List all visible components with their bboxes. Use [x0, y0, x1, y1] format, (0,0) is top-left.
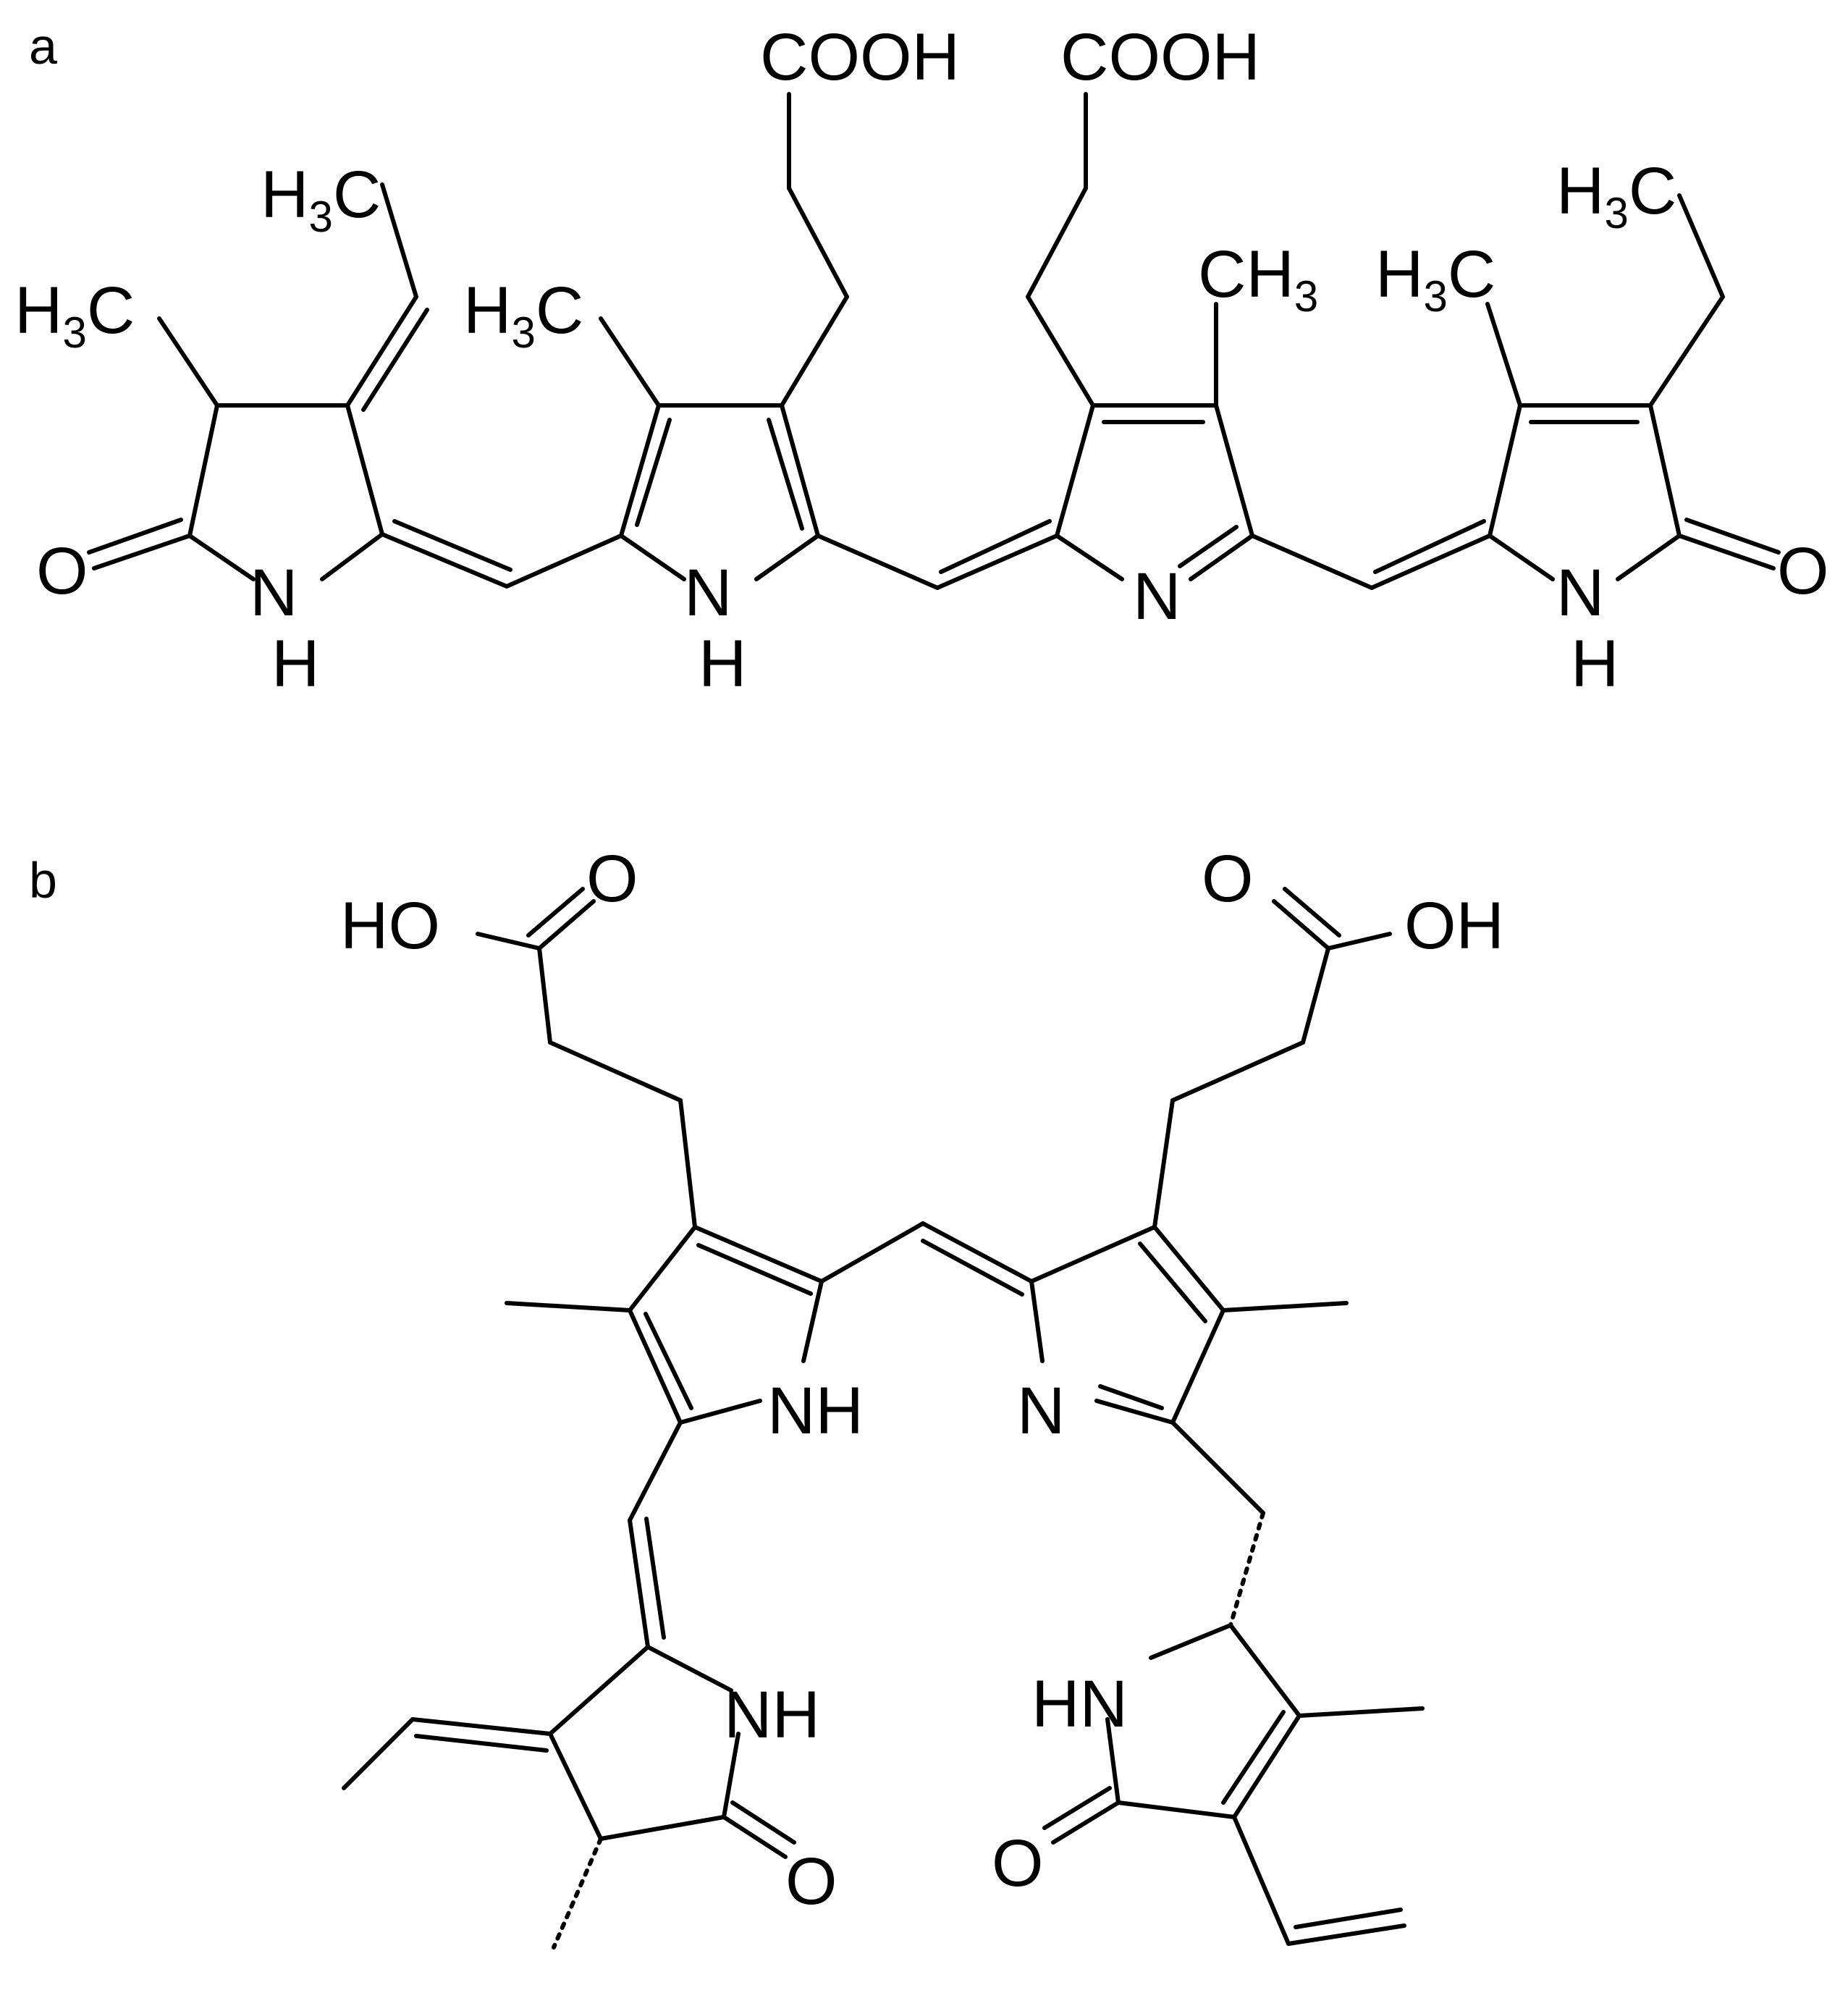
panel-a-nh-2-h: H	[699, 627, 746, 701]
panel-b-o-left-acid: O	[586, 842, 638, 916]
panel-a-ring2	[599, 92, 849, 581]
panel-b-ring-lower-right	[1042, 1623, 1425, 1946]
panel-a-bridge1b	[392, 519, 512, 572]
panel-a-ch3-ring3: CH3	[1198, 237, 1318, 321]
panel-a-nh-4: N	[1556, 556, 1604, 630]
panel-b-nh-upper-left: NH	[767, 1374, 864, 1448]
panel-a-bridge2b	[935, 534, 1059, 590]
panel-a-bridge1c	[505, 534, 623, 589]
panel-b-bridge-c	[921, 1239, 1024, 1297]
panel-b-o-lower-right: O	[992, 1826, 1044, 1900]
panel-b-left-acid	[476, 887, 697, 1229]
panel-a-h3c-ring2: H3C	[463, 274, 583, 357]
panel-a-ring3	[1026, 92, 1254, 581]
panel-b-o-lower-left: O	[785, 1845, 837, 1918]
panel-a-h3c-ring4b: H3C	[1556, 154, 1676, 237]
panel-a-ring1	[87, 182, 429, 581]
panel-a-letter: a	[29, 18, 57, 75]
panel-b-bridge-b	[921, 1221, 1034, 1284]
panel-a-bridge2a	[816, 534, 940, 590]
panel-a-bridge3b	[1370, 534, 1492, 590]
panel-a-bridge2c	[939, 519, 1052, 574]
panel-b-n-upper-right: N	[1017, 1374, 1065, 1448]
panel-b-ho: HO	[340, 889, 440, 963]
panel-b-lr-bridge-a	[1170, 1420, 1265, 1515]
panel-a-bridge1a	[380, 532, 509, 589]
panel-a-h3c-left: H3C	[14, 274, 135, 357]
panel-b-oh: OH	[1404, 889, 1504, 963]
panel-b-lr-bridge-hash	[1228, 1511, 1265, 1627]
panel-b-hn-lower-right: HN	[1031, 1667, 1128, 1741]
panel-b-ring-lower-left	[342, 1645, 796, 1950]
panel-a-o-left: O	[36, 534, 88, 608]
panel-b-letter: b	[29, 852, 57, 909]
panel-b-ring-upper-left	[505, 1225, 824, 1425]
panel-a-o-right: O	[1777, 534, 1829, 608]
panel-a-h3c-ring4a: H3C	[1375, 237, 1495, 321]
panel-b-ll-bridge-c	[644, 1517, 666, 1640]
panel-b-ll-bridge-a	[628, 1420, 683, 1522]
panel-b-ring-upper-right	[1029, 1225, 1349, 1425]
panel-b-o-right-acid: O	[1202, 842, 1254, 916]
panel-a-cooh-2: COOH	[1060, 20, 1260, 94]
panel-a-cooh-1: COOH	[760, 20, 960, 94]
panel-a-n-3: N	[1133, 560, 1181, 633]
panel-a-nh-1: N	[250, 556, 298, 630]
panel-a-bridge3a	[1250, 534, 1374, 590]
panel-b-right-acid	[1152, 887, 1392, 1229]
panel-b-ll-bridge-b	[628, 1518, 650, 1649]
panel-a-nh-2: N	[684, 556, 732, 630]
panel-a-nh-1-h: H	[271, 627, 319, 701]
panel-a-nh-4-h: H	[1571, 627, 1619, 701]
panel-a-ring4	[1485, 193, 1781, 581]
panel-a-bridge3c	[1373, 519, 1486, 574]
panel-b-nh-lower-left: NH	[724, 1678, 820, 1752]
panel-a-h3c-top: H3C	[261, 158, 381, 241]
panel-b-bridge-a	[819, 1221, 925, 1284]
